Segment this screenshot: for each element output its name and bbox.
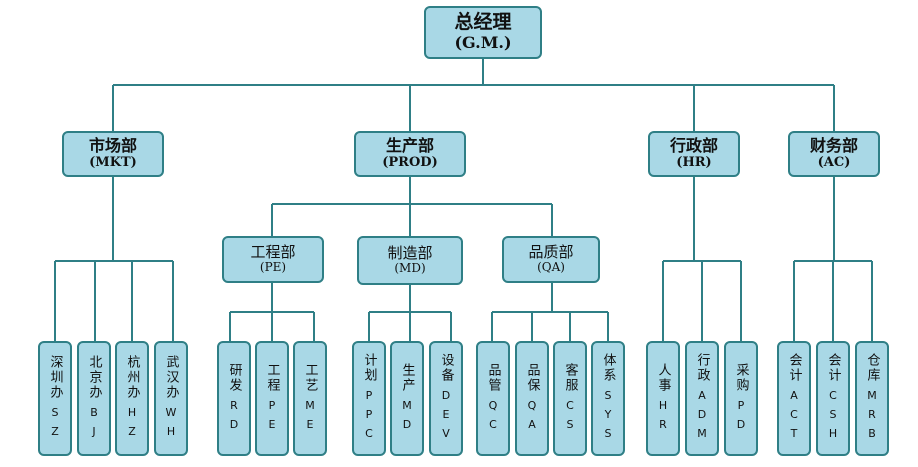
unit-name: 杭州办 [124,355,140,400]
subdept-code: (PE) [259,260,287,275]
unit-name: 人事 [655,362,671,393]
unit-box-adm: 行政 ADM [685,341,719,456]
unit-name: 生产 [399,362,415,393]
unit-box-hr: 人事 HR [646,341,680,456]
unit-name: 研发 [226,362,242,393]
unit-code: PD [734,398,748,437]
unit-code: BJ [87,406,101,444]
dept-name: 市场部 [88,136,137,156]
dept-box-hr: 行政部 (HR) [648,131,740,177]
subdept-name: 工程部 [250,242,296,261]
unit-code: QA [525,398,539,437]
subdept-code: (QA) [537,260,565,275]
unit-box-mrb: 仓库 MRB [855,341,889,456]
unit-box-md: 生产 MD [390,341,424,456]
unit-box-pe: 工程 PE [255,341,289,456]
dept-code: (AC) [817,154,851,170]
unit-box-bj: 北京办 BJ [77,341,111,456]
dept-box-mkt: 市场部 (MKT) [62,131,164,177]
dept-box-ac: 财务部 (AC) [788,131,880,177]
unit-code: DEV [439,389,453,446]
subdept-box-qa: 品质部 (QA) [502,236,600,283]
unit-name: 深圳办 [47,355,63,400]
unit-code: ADM [695,389,709,446]
unit-box-act: 会计 ACT [777,341,811,456]
unit-name: 工艺 [302,362,318,393]
unit-box-ppc: 计划 PPC [352,341,386,456]
unit-box-wh: 武汉办 WH [154,341,188,456]
gm-code: (G.M.) [454,33,512,53]
unit-box-hz: 杭州办 HZ [115,341,149,456]
unit-code: HR [656,398,670,437]
unit-name: 仓库 [864,353,880,383]
unit-code: HZ [125,406,139,444]
unit-name: 会计 [786,353,802,383]
dept-code: (HR) [676,154,712,170]
unit-name: 客服 [562,362,578,393]
unit-name: 计划 [361,353,377,383]
unit-name: 工程 [264,362,280,393]
unit-code: CSH [826,389,840,446]
unit-code: SZ [48,406,62,444]
unit-code: PPC [362,389,376,446]
unit-code: ME [303,398,317,437]
unit-box-dev: 设备 DEV [429,341,463,456]
unit-box-sys: 体系 SYS [591,341,625,456]
unit-box-sz: 深圳办 SZ [38,341,72,456]
unit-name: 北京办 [86,355,102,400]
unit-name: 品保 [524,362,540,393]
general-manager-box: 总经理 (G.M.) [424,6,542,59]
unit-box-cs: 客服 CS [553,341,587,456]
dept-code: (MKT) [89,154,137,170]
unit-box-qc: 品管 QC [476,341,510,456]
dept-name: 生产部 [385,136,434,156]
dept-name: 财务部 [809,136,858,156]
unit-box-csh: 会计 CSH [816,341,850,456]
unit-box-pd: 采购 PD [724,341,758,456]
unit-name: 品管 [485,362,501,393]
dept-name: 行政部 [669,136,718,156]
gm-name: 总经理 [454,11,512,34]
subdept-name: 品质部 [528,242,574,261]
unit-name: 武汉办 [163,355,179,400]
unit-box-qa: 品保 QA [515,341,549,456]
unit-name: 行政 [694,353,710,383]
unit-code: CS [563,398,577,437]
unit-code: MRB [865,389,879,446]
unit-code: MD [400,398,414,437]
unit-name: 采购 [733,362,749,393]
dept-box-prod: 生产部 (PROD) [354,131,466,177]
unit-code: SYS [601,389,615,446]
unit-name: 会计 [825,353,841,383]
unit-name: 设备 [438,353,454,383]
unit-box-me: 工艺 ME [293,341,327,456]
unit-code: WH [164,406,178,444]
unit-code: ACT [787,389,801,446]
dept-code: (PROD) [382,154,438,170]
subdept-box-md: 制造部 (MD) [357,236,463,285]
unit-code: PE [265,398,279,437]
unit-code: RD [227,398,241,437]
unit-box-rd: 研发 RD [217,341,251,456]
unit-code: QC [486,398,500,437]
unit-name: 体系 [600,353,616,383]
subdept-code: (MD) [394,261,426,276]
subdept-name: 制造部 [387,243,433,262]
subdept-box-pe: 工程部 (PE) [222,236,324,283]
